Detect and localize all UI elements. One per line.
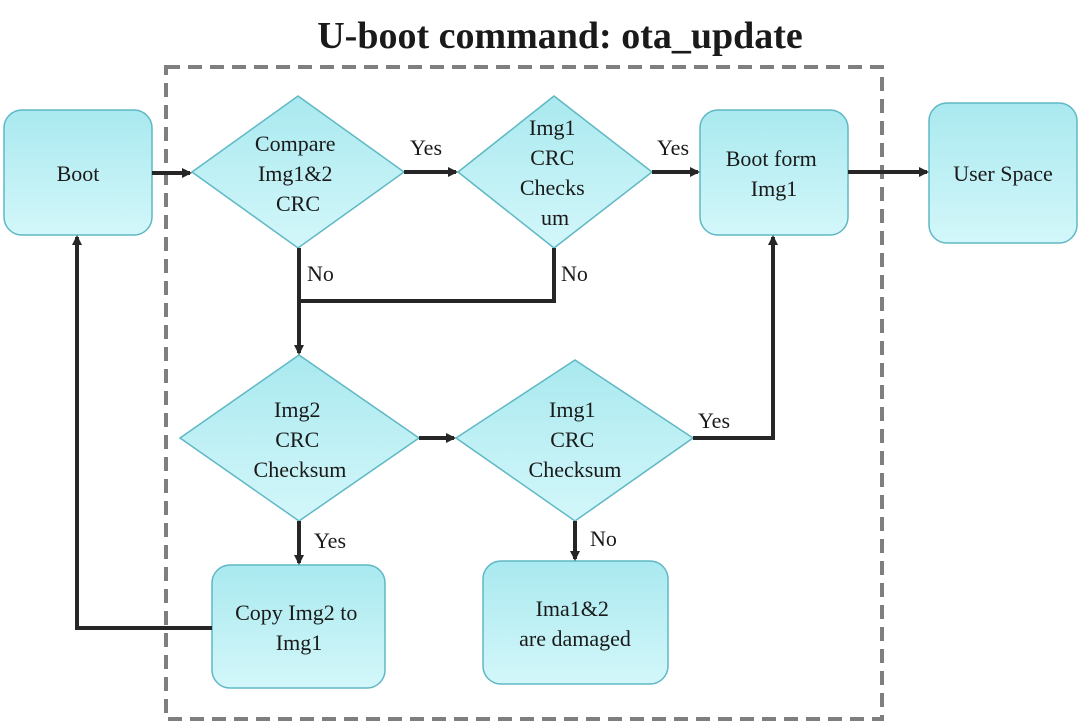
img1-check-top-label: Img1 CRC Checks um [520,115,590,230]
boot-label: Boot [57,161,100,186]
damaged-label: Ima1&2 are damaged [519,596,631,651]
img1-check-top-line-1: Img1 [529,115,575,140]
img2-check-line-3: Checksum [254,457,347,482]
diagram-title: U-boot command: ota_update [317,15,803,57]
line-img1-top-no [299,248,556,303]
copy-img2-box [211,564,386,689]
compare-label: Compare Img1&2 CRC [255,131,341,216]
img1-check-top-line-4: um [541,205,569,230]
user-space-label: User Space [953,161,1053,186]
damaged-line-2: are damaged [519,626,631,651]
edge-label-compare-no: No [307,261,334,286]
img1-check-bottom-line-2: CRC [550,427,594,452]
edge-label-compare-yes: Yes [410,135,442,160]
boot-from-img1-line-2: Img1 [751,176,797,201]
compare-label-line-2: Img1&2 [258,161,333,186]
compare-label-line-3: CRC [276,191,320,216]
copy-img2-line-1: Copy Img2 to [235,600,357,625]
compare-label-line-1: Compare [255,131,336,156]
damaged-box [482,560,669,685]
img1-check-top-line-3: Checks [520,175,585,200]
edge-label-img1-top-no: No [561,261,588,286]
boot-label-line: Boot [57,161,100,186]
edge-label-img1-bottom-no: No [590,526,617,551]
user-space-box [928,102,1078,244]
boot-from-img1-line-1: Boot form [726,146,817,171]
copy-img2-line-2: Img1 [276,630,322,655]
ota-update-frame [164,65,884,721]
img2-check-line-1: Img2 [274,397,320,422]
arrow-copy-back-to-boot [72,235,212,630]
edge-label-img1-top-yes: Yes [657,135,689,160]
edge-label-img1-bottom-yes: Yes [698,408,730,433]
img1-check-bottom-line-3: Checksum [529,457,622,482]
img1-check-top-line-2: CRC [530,145,574,170]
boot-from-img1-box [699,109,849,236]
img1-check-bottom-label: Img1 CRC Checksum [529,397,622,482]
copy-img2-label: Copy Img2 to Img1 [235,600,363,655]
user-space-line: User Space [953,161,1053,186]
arrow-img1-bottom-yes [693,235,778,440]
edge-label-img2-yes: Yes [314,528,346,553]
damaged-line-1: Ima1&2 [536,596,609,621]
img2-check-line-2: CRC [275,427,319,452]
img1-check-bottom-line-1: Img1 [549,397,595,422]
img2-check-label: Img2 CRC Checksum [254,397,347,482]
boot-from-img1-label: Boot form Img1 [726,146,823,201]
